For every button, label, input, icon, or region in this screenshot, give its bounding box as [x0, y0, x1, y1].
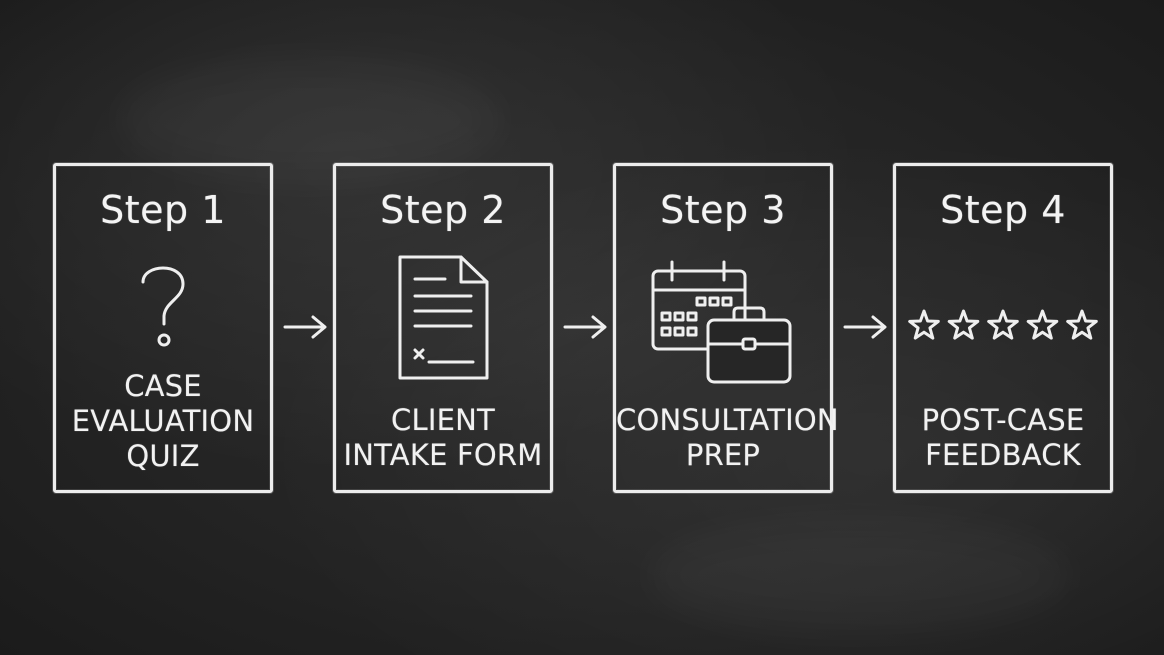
step-label-line: FEEDBACK [925, 438, 1081, 472]
step-label-line: POST-CASE [921, 403, 1085, 437]
step-title: Step 4 [940, 188, 1066, 232]
five-stars-icon [896, 308, 1110, 348]
chalk-smudge [120, 60, 500, 180]
arrow-right-icon [282, 313, 330, 341]
star-icon [908, 309, 940, 340]
step-title: Step 3 [660, 188, 786, 232]
step-card-2: Step 2 CLIENT INTAKE FORM [333, 163, 553, 493]
arrow-right-icon [562, 313, 610, 341]
step-label-line: EVALUATION [71, 404, 255, 438]
arrow-right-icon [842, 313, 890, 341]
step-title: Step 1 [100, 188, 226, 232]
step-title: Step 2 [380, 188, 506, 232]
step-label-line: CASE [124, 369, 202, 403]
step-card-4: Step 4 POST-CASE FEEDBACK [893, 163, 1113, 493]
step-label-line: INTAKE FORM [343, 438, 543, 472]
step-label-line: CONSULTATION [616, 403, 839, 437]
star-icon [1026, 309, 1059, 340]
star-icon [987, 309, 1019, 340]
step-label: POST-CASE FEEDBACK [896, 403, 1110, 473]
calendar-briefcase-icon [616, 258, 830, 392]
chalk-smudge [650, 520, 1070, 630]
step-card-3: Step 3 [613, 163, 839, 493]
star-icon [1066, 309, 1098, 340]
document-form-icon [336, 254, 550, 388]
star-icon [947, 309, 980, 340]
step-label: CLIENT INTAKE FORM [336, 403, 550, 473]
step-label-line: QUIZ [126, 439, 200, 473]
step-label: CASE EVALUATION QUIZ [56, 369, 270, 474]
step-label: CONSULTATION PREP [616, 403, 839, 473]
step-card-1: Step 1 CASE EVALUATION QUIZ [53, 163, 273, 493]
question-mark-icon [56, 254, 270, 358]
step-label-line: PREP [685, 438, 761, 472]
step-label-line: CLIENT [391, 403, 495, 437]
